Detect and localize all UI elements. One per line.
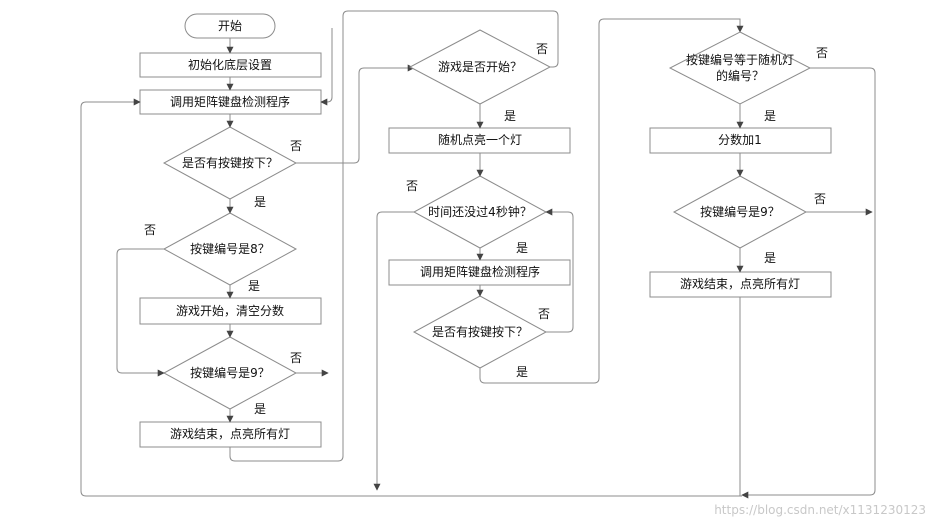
- game-started-text: 游戏是否开始？: [438, 60, 522, 74]
- arrow-haskey-main-no: [296, 64, 415, 164]
- scan-mid-text: 调用矩阵键盘检测程序: [420, 264, 540, 279]
- label-no-haskey-main: 否: [290, 139, 302, 153]
- label-no-key9-right: 否: [814, 192, 826, 206]
- light-random-text: 随机点亮一个灯: [438, 132, 522, 147]
- init-text: 初始化底层设置: [188, 57, 272, 72]
- arrow-key8-no-bypass: [116, 248, 165, 377]
- is-key9-right-text: 按键编号是9？: [700, 204, 780, 219]
- start-text: 开始: [218, 19, 242, 33]
- init-box: [139, 52, 322, 78]
- game-over-right-text: 游戏结束，点亮所有灯: [680, 276, 800, 291]
- label-no-time: 否: [406, 179, 418, 193]
- time-check-text: 时间还没过4秒钟？: [428, 204, 532, 219]
- time-check-part2: 4: [488, 205, 496, 219]
- label-yes-keyeq: 是: [764, 109, 776, 123]
- has-key-main-text: 是否有按键按下？: [182, 156, 278, 170]
- key-eq-text-1: 按键编号等于随机灯: [686, 52, 794, 67]
- arrow-keyeq-no: [741, 67, 876, 499]
- game-over-left-box: [139, 421, 322, 448]
- label-no-gamestarted: 否: [536, 42, 548, 56]
- arrow-haskey-mid-no-loop: [545, 208, 574, 333]
- game-start-box: [139, 297, 322, 325]
- scan-mid-box: [388, 259, 571, 286]
- score-add-box: [649, 127, 832, 154]
- label-yes-haskey-mid: 是: [516, 365, 528, 379]
- game-over-left-text: 游戏结束，点亮所有灯: [170, 426, 290, 441]
- label-no-haskey-mid: 否: [538, 307, 550, 321]
- arrow-haskey-mid-yes: [479, 18, 744, 384]
- is-key9-left-text: 按键编号是9？: [190, 365, 270, 380]
- label-yes-time: 是: [516, 241, 528, 255]
- watermark: https://blog.csdn.net/x1131230123: [714, 503, 926, 517]
- label-yes-key9-left: 是: [254, 402, 266, 416]
- key-eq-text-2: 的编号？: [716, 68, 764, 83]
- label-no-key8: 否: [144, 223, 156, 237]
- game-start-text: 游戏开始，清空分数: [176, 303, 284, 318]
- label-yes-gamestarted: 是: [504, 109, 516, 123]
- label-yes-key8: 是: [248, 279, 260, 293]
- score-add-text: 分数加1: [718, 132, 762, 147]
- arrow-cross-to-scan-main: [320, 28, 333, 106]
- scan-main-text: 调用矩阵键盘检测程序: [170, 94, 290, 109]
- label-no-key9-left: 否: [290, 351, 302, 365]
- game-over-right-box: [649, 271, 832, 298]
- arrow-time-no-down: [373, 211, 414, 491]
- is-key8-text: 按键编号是8？: [190, 241, 270, 256]
- time-check-part1: 时间还没过: [428, 204, 488, 219]
- time-check-part3: 秒钟？: [496, 204, 532, 219]
- key-eq-diamond: [668, 31, 812, 105]
- arrow-gameover-left-to-scan: [229, 10, 559, 462]
- label-no-keyeq: 否: [816, 46, 828, 60]
- label-yes-haskey-main: 是: [254, 195, 266, 209]
- arrow-loop-to-scan-main: [80, 98, 742, 497]
- label-yes-key9-right: 是: [764, 251, 776, 265]
- has-key-mid-text: 是否有按键按下？: [432, 325, 528, 339]
